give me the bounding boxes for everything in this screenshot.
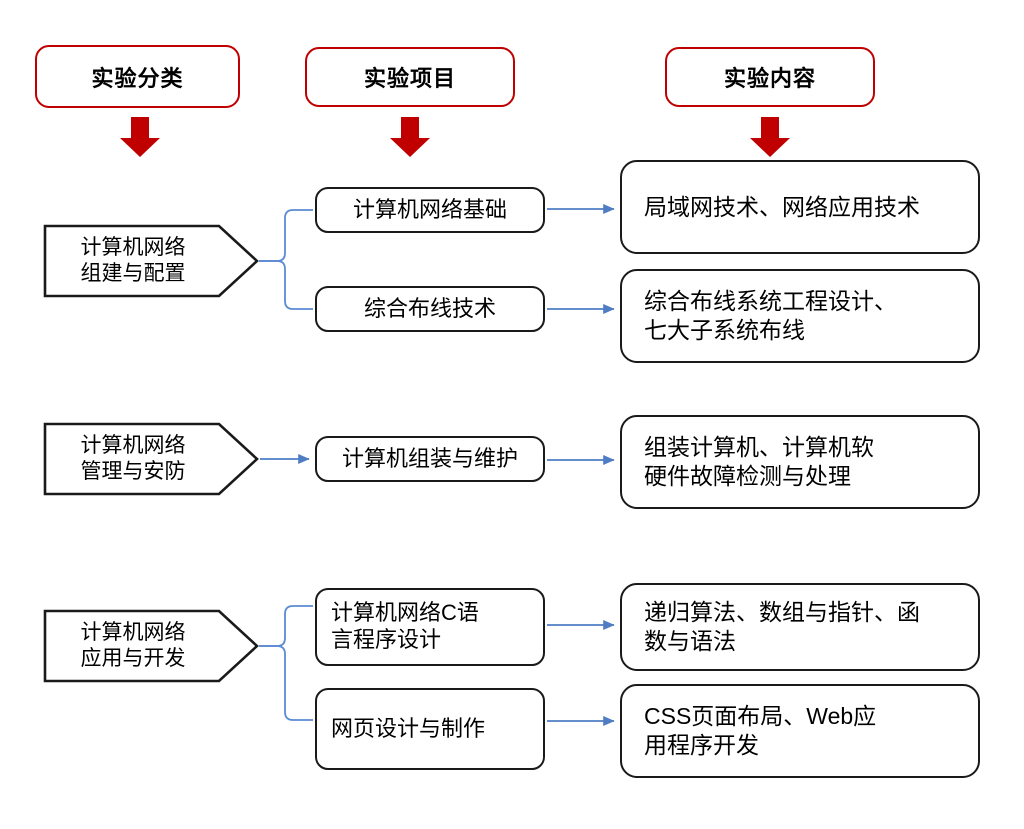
- content-line-2: 数与语法: [644, 628, 736, 654]
- project-box-c-language[interactable]: 计算机网络C语 言程序设计: [315, 588, 545, 666]
- column-header-content: 实验内容: [665, 47, 875, 107]
- pentagon-outline-icon: [43, 422, 259, 496]
- content-box-lan-tech[interactable]: 局域网技术、网络应用技术: [620, 160, 980, 254]
- pentagon-outline-icon: [43, 609, 259, 683]
- project-line-1: 计算机组装与维护: [341, 445, 518, 471]
- project-box-network-basics[interactable]: 计算机网络基础: [315, 187, 545, 233]
- category-shape-network-build: 计算机网络 组建与配置: [43, 224, 259, 298]
- project-line-1: 网页设计与制作: [331, 715, 486, 741]
- red-down-arrow-category: [120, 117, 160, 157]
- project-line-1: 计算机网络C语: [331, 600, 479, 626]
- content-line-1: CSS页面布局、Web应: [644, 703, 877, 730]
- content-line-2: 用程序开发: [644, 732, 759, 758]
- content-box-css-web[interactable]: CSS页面布局、Web应 用程序开发: [620, 684, 980, 778]
- pentagon-outline-icon: [43, 224, 259, 298]
- content-box-algorithms[interactable]: 递归算法、数组与指针、函 数与语法: [620, 583, 980, 671]
- content-line-2: 硬件故障检测与处理: [644, 463, 851, 489]
- red-down-arrow-project: [390, 117, 430, 157]
- red-down-arrow-content: [750, 117, 790, 157]
- content-line-2: 七大子系统布线: [644, 317, 805, 343]
- content-line-1: 综合布线系统工程设计、: [644, 288, 897, 315]
- column-header-project: 实验项目: [305, 47, 515, 107]
- connector-bracket-row1: [259, 209, 313, 310]
- content-line-1: 递归算法、数组与指针、函: [644, 599, 920, 626]
- column-header-category: 实验分类: [35, 45, 240, 108]
- project-line-2: 言程序设计: [331, 627, 442, 652]
- content-line-1: 局域网技术、网络应用技术: [644, 193, 920, 220]
- content-box-pc-assembly-detail[interactable]: 组装计算机、计算机软 硬件故障检测与处理: [620, 415, 980, 509]
- connector-bracket-row3: [259, 605, 313, 721]
- project-line-1: 计算机网络基础: [352, 196, 507, 222]
- category-shape-network-manage: 计算机网络 管理与安防: [43, 422, 259, 496]
- category-shape-network-app: 计算机网络 应用与开发: [43, 609, 259, 683]
- project-line-1: 综合布线技术: [363, 295, 496, 321]
- project-box-web-design[interactable]: 网页设计与制作: [315, 688, 545, 770]
- project-box-pc-assembly[interactable]: 计算机组装与维护: [315, 436, 545, 482]
- project-box-structured-cabling[interactable]: 综合布线技术: [315, 286, 545, 332]
- content-line-1: 组装计算机、计算机软: [644, 434, 874, 461]
- content-box-cabling-design[interactable]: 综合布线系统工程设计、 七大子系统布线: [620, 269, 980, 363]
